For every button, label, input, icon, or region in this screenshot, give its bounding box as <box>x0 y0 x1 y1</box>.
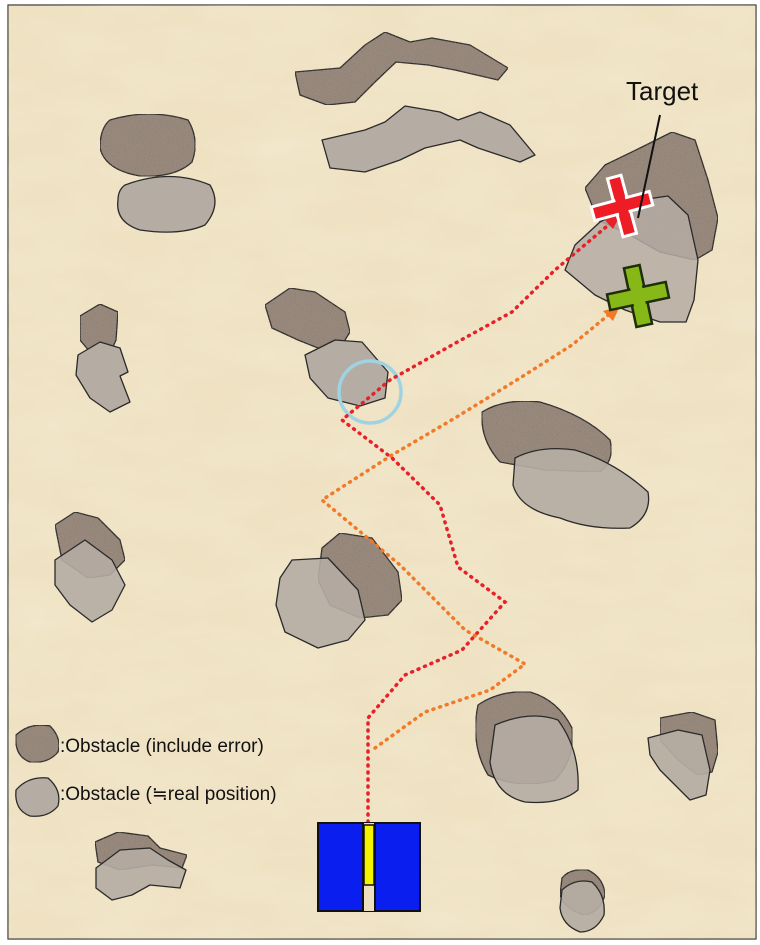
legend-rough-swatch <box>16 725 59 762</box>
robot-icon <box>318 823 420 911</box>
obstacle-rough <box>100 114 195 176</box>
legend-smooth-swatch <box>16 778 59 817</box>
legend-smooth-label: :Obstacle (≒real position) <box>60 784 277 805</box>
legend-rough-label: :Obstacle (include error) <box>60 736 264 757</box>
target-label: Target <box>626 76 699 106</box>
obstacle-smooth <box>118 177 215 233</box>
